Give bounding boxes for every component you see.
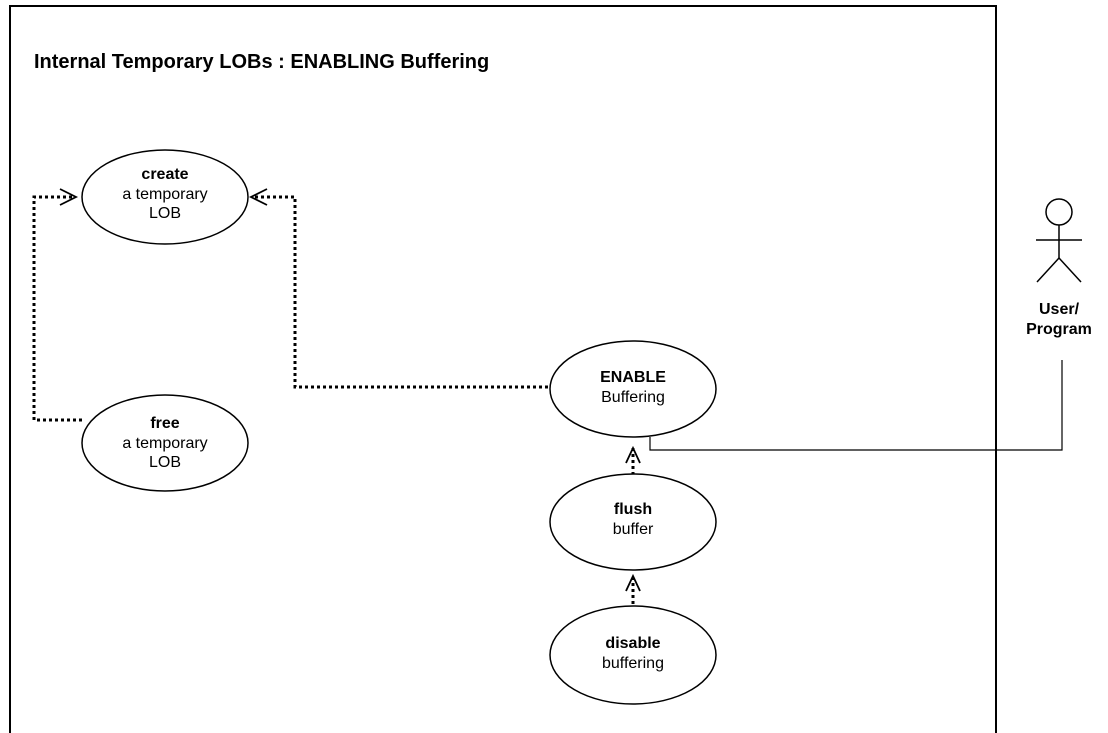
use-case-free-ellipse <box>81 394 249 492</box>
use-case-free-line1: a temporary <box>122 435 207 452</box>
use-case-enable-ellipse <box>549 340 717 438</box>
use-case-enable-line1: Buffering <box>601 389 665 406</box>
actor-association-line <box>649 360 1063 451</box>
enable-to-create-arrowhead <box>248 188 268 206</box>
use-case-flush: flush buffer <box>549 473 717 571</box>
system-boundary <box>9 5 997 733</box>
use-case-create-title: create <box>141 166 188 183</box>
diagram-title: Internal Temporary LOBs : ENABLING Buffe… <box>34 51 489 73</box>
use-case-free: free a temporary LOB <box>81 394 249 492</box>
actor-right-leg <box>1058 257 1082 283</box>
use-case-disable-line1: buffering <box>602 655 664 672</box>
use-case-flush-line1: buffer <box>613 521 654 538</box>
enable-to-create-dependency <box>252 195 548 389</box>
stick-figure-icon <box>1036 198 1082 283</box>
use-case-free-line2: LOB <box>149 454 181 471</box>
actor-head <box>1045 198 1073 226</box>
actor-label-line1: User/ <box>1039 301 1080 318</box>
use-case-enable-title: ENABLE <box>600 369 666 386</box>
use-case-disable: disable buffering <box>549 605 717 705</box>
use-case-create: create a temporary LOB <box>81 149 249 245</box>
disable-to-flush-arrowhead <box>625 573 641 592</box>
use-case-flush-title: flush <box>614 501 652 518</box>
use-case-disable-title: disable <box>605 635 660 652</box>
use-case-create-line1: a temporary <box>122 186 207 203</box>
use-case-disable-ellipse <box>549 605 717 705</box>
flush-to-enable-arrowhead <box>625 445 641 464</box>
actor-left-leg <box>1036 257 1060 283</box>
use-case-free-title: free <box>150 415 179 432</box>
free-to-create-arrowhead <box>59 188 79 206</box>
use-case-create-line2: LOB <box>149 205 181 222</box>
use-case-flush-ellipse <box>549 473 717 571</box>
use-case-enable: ENABLE Buffering <box>549 340 717 438</box>
actor-label-line2: Program <box>1026 321 1092 338</box>
free-to-create-dependency <box>32 195 82 422</box>
use-case-create-ellipse <box>81 149 249 245</box>
